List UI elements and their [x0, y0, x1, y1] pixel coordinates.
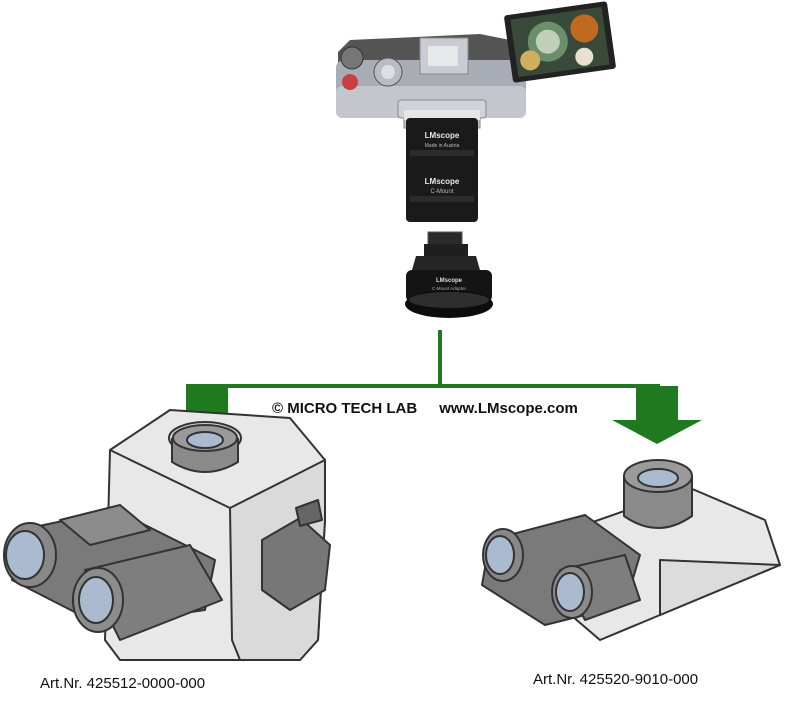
left-eyepiece-front-glass [78, 576, 114, 624]
upper-adapter-mount-label: C-Mount [430, 189, 453, 195]
camera-flip-screen [504, 1, 616, 83]
microscope-head-right [481, 459, 781, 641]
left-eyepiece-back-glass [5, 530, 45, 580]
copyright-notice: © MICRO TECH LAB www.LMscope.com [272, 400, 578, 417]
camera-viewfinder-window [428, 46, 458, 66]
right-eyepiece-front-glass [555, 572, 585, 612]
camera-dial-center-cap [381, 65, 395, 79]
right-head-port-glass [637, 468, 679, 488]
adapter-tube-upper: LMscope Made in Austria LMscope C-Mount [397, 99, 487, 222]
lower-adapter-label: C-Mount Adapter [432, 286, 467, 291]
camera-dial-left [340, 46, 364, 70]
company-name: © MICRO TECH LAB [272, 400, 418, 417]
upper-adapter-origin: Made in Austria [425, 143, 460, 149]
camera [336, 1, 616, 129]
right-eyepiece-back-glass [485, 535, 515, 575]
microscope-head-left [3, 409, 331, 661]
lower-adapter-brand: LMscope [436, 278, 463, 284]
website-link[interactable]: www.LMscope.com [439, 400, 578, 417]
left-head-port-glass [186, 431, 224, 449]
right-part-number: Art.Nr. 425520-9010-000 [533, 671, 699, 688]
arrow-right [612, 386, 702, 444]
adapter-cmount-lower: LMscope C-Mount Adapter [405, 231, 493, 318]
camera-record-button [342, 74, 358, 90]
left-part-number: Art.Nr. 425512-0000-000 [40, 675, 206, 692]
right-head-side [659, 559, 781, 616]
upper-adapter-brand: LMscope [425, 131, 460, 140]
upper-adapter-brand-2: LMscope [425, 177, 460, 186]
